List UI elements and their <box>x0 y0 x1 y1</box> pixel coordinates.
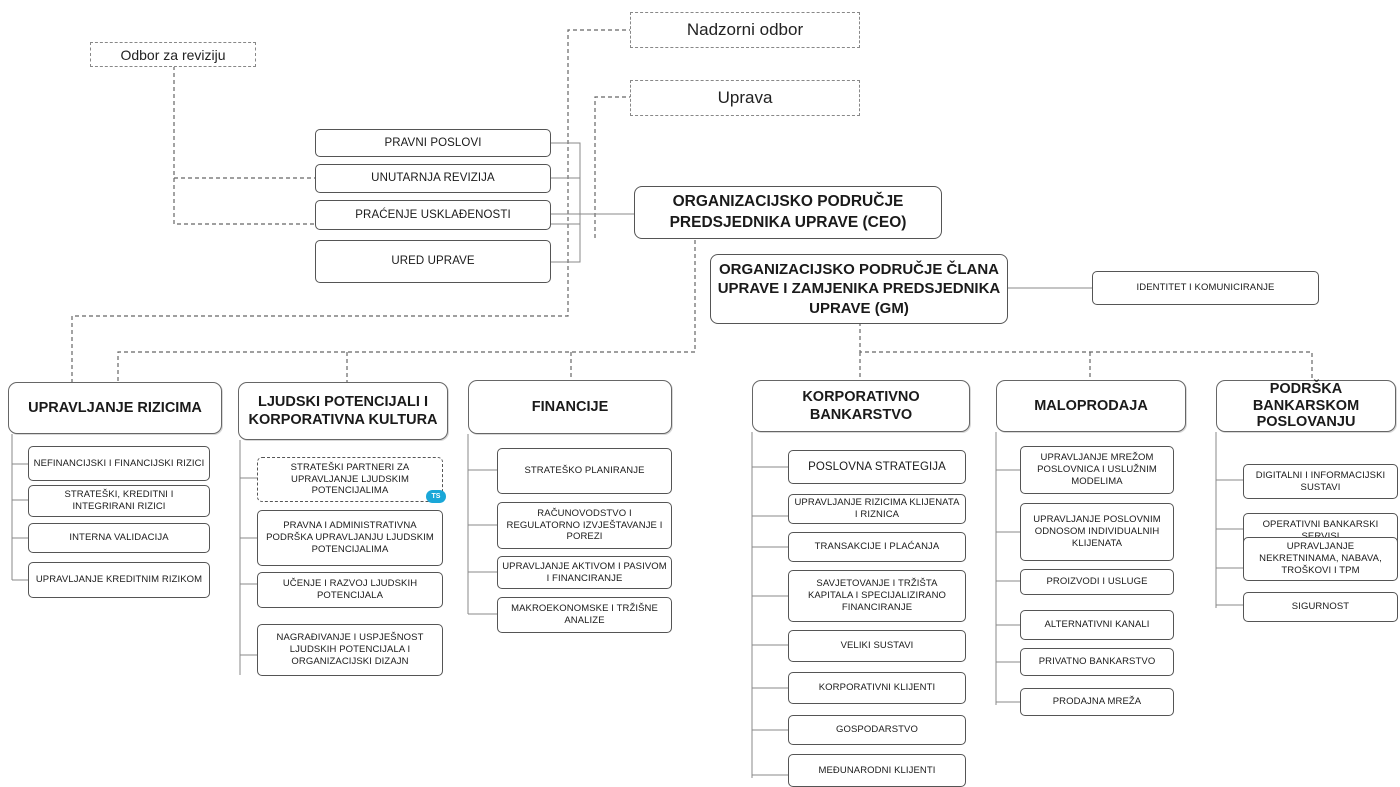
audit-committee-box: Odbor za reviziju <box>90 42 256 67</box>
management-board-box: Uprava <box>630 80 860 116</box>
list-item: NEFINANCIJSKI I FINANCIJSKI RIZICI <box>28 446 210 481</box>
list-item: STRATEŠKI, KREDITNI I INTEGRIRANI RIZICI <box>28 485 210 517</box>
division-risk-management: UPRAVLJANJE RIZICIMA <box>8 382 222 434</box>
division-corporate-banking: KORPORATIVNO BANKARSTVO <box>752 380 970 432</box>
list-item: DIGITALNI I INFORMACIJSKI SUSTAVI <box>1243 464 1398 499</box>
list-item: UPRAVLJANJE AKTIVOM I PASIVOM I FINANCIR… <box>497 556 672 589</box>
list-item: SIGURNOST <box>1243 592 1398 622</box>
supervisory-board-box: Nadzorni odbor <box>630 12 860 48</box>
list-item: UČENJE I RAZVOJ LJUDSKIH POTENCIJALA <box>257 572 443 608</box>
list-item: INTERNA VALIDACIJA <box>28 523 210 553</box>
list-item: ALTERNATIVNI KANALI <box>1020 610 1174 640</box>
list-item: STRATEŠKI PARTNERI ZA UPRAVLJANJE LJUDSK… <box>257 457 443 502</box>
list-item: UPRAVLJANJE MREŽOM POSLOVNICA I USLUŽNIM… <box>1020 446 1174 494</box>
list-item: KORPORATIVNI KLIJENTI <box>788 672 966 704</box>
list-item: PROIZVODI I USLUGE <box>1020 569 1174 595</box>
division-finance: FINANCIJE <box>468 380 672 434</box>
list-item: SAVJETOVANJE I TRŽIŠTA KAPITALA I SPECIJ… <box>788 570 966 622</box>
ceo-unit-legal: PRAVNI POSLOVI <box>315 129 551 157</box>
list-item: PRIVATNO BANKARSTVO <box>1020 648 1174 676</box>
ts-badge: TS <box>426 490 446 503</box>
list-item: TRANSAKCIJE I PLAĆANJA <box>788 532 966 562</box>
division-retail: MALOPRODAJA <box>996 380 1186 432</box>
gm-area-box: ORGANIZACIJSKO PODRUČJE ČLANA UPRAVE I Z… <box>710 254 1008 324</box>
list-item: MAKROEKONOMSKE I TRŽIŠNE ANALIZE <box>497 597 672 633</box>
list-item: UPRAVLJANJE KREDITNIM RIZIKOM <box>28 562 210 598</box>
list-item: GOSPODARSTVO <box>788 715 966 745</box>
division-human-resources: LJUDSKI POTENCIJALI I KORPORATIVNA KULTU… <box>238 382 448 440</box>
ceo-unit-board-office: URED UPRAVE <box>315 240 551 283</box>
ceo-unit-compliance: PRAĆENJE USKLAĐENOSTI <box>315 200 551 230</box>
list-item: UPRAVLJANJE NEKRETNINAMA, NABAVA, TROŠKO… <box>1243 537 1398 581</box>
list-item: PRODAJNA MREŽA <box>1020 688 1174 716</box>
gm-unit-identity-communication: IDENTITET I KOMUNICIRANJE <box>1092 271 1319 305</box>
ceo-unit-internal-audit: UNUTARNJA REVIZIJA <box>315 164 551 193</box>
list-item: VELIKI SUSTAVI <box>788 630 966 662</box>
list-item: STRATEŠKO PLANIRANJE <box>497 448 672 494</box>
list-item: MEĐUNARODNI KLIJENTI <box>788 754 966 787</box>
ceo-area-box: ORGANIZACIJSKO PODRUČJE PREDSJEDNIKA UPR… <box>634 186 942 239</box>
list-item: UPRAVLJANJE POSLOVNIM ODNOSOM INDIVIDUAL… <box>1020 503 1174 561</box>
list-item: POSLOVNA STRATEGIJA <box>788 450 966 484</box>
list-item: UPRAVLJANJE RIZICIMA KLIJENATA I RIZNICA <box>788 494 966 524</box>
list-item: RAČUNOVODSTVO I REGULATORNO IZVJEŠTAVANJ… <box>497 502 672 549</box>
list-item: NAGRAĐIVANJE I USPJEŠNOST LJUDSKIH POTEN… <box>257 624 443 676</box>
list-item: PRAVNA I ADMINISTRATIVNA PODRŠKA UPRAVLJ… <box>257 510 443 566</box>
division-banking-support: PODRŠKA BANKARSKOM POSLOVANJU <box>1216 380 1396 432</box>
